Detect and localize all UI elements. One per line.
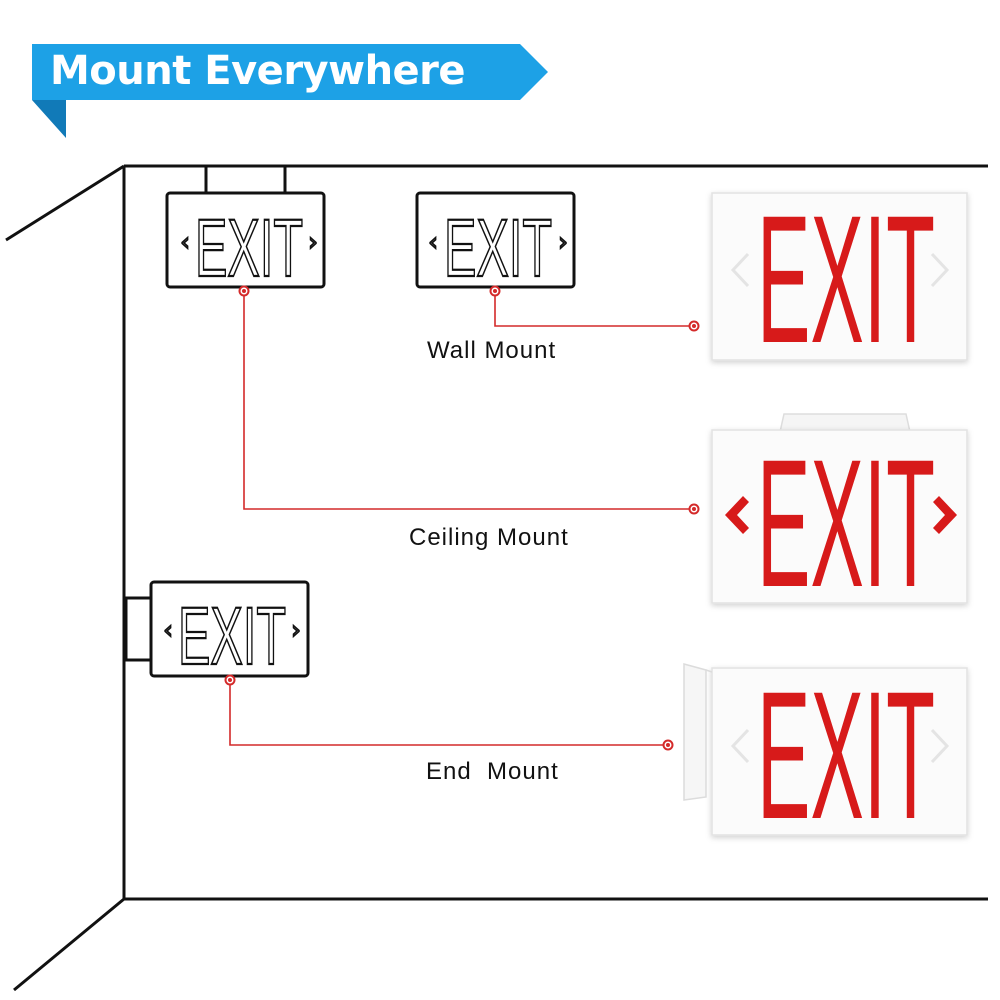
right-arrow — [933, 496, 957, 534]
room-outline — [5, 164, 988, 992]
leader-wall — [494, 291, 694, 327]
wall-mount-label: Wall Mount — [427, 337, 557, 364]
left-arrow — [725, 496, 749, 534]
end-mount-photo: EXIT — [683, 653, 968, 857]
sign-word: EXIT — [757, 177, 935, 381]
sign-word: EXIT — [757, 653, 935, 857]
leader-dot-centers — [228, 289, 696, 747]
ceiling-sign-outline: EXIT ‹ › — [165, 166, 326, 295]
end-mount-label: End Mount — [426, 758, 559, 785]
end-sign-outline: EXIT ‹ › — [124, 580, 310, 683]
ceiling-perspective — [5, 164, 125, 242]
banner-title: Mount Everywhere — [50, 48, 466, 94]
sign-word: EXIT — [195, 203, 303, 294]
wall-sign-outline: EXIT ‹ › — [415, 191, 576, 295]
wall-mount-photo: EXIT — [711, 177, 968, 381]
title-banner — [32, 44, 548, 138]
floor-perspective — [13, 897, 125, 992]
leader-lines — [229, 291, 694, 746]
right-chevron: › — [558, 228, 568, 256]
leader-end — [229, 680, 668, 746]
sign-word: EXIT — [444, 203, 552, 294]
right-chevron: › — [291, 616, 301, 644]
ceiling-mount-photo: EXIT — [711, 413, 968, 625]
sign-word: EXIT — [757, 421, 935, 625]
banner-fold — [32, 100, 66, 138]
right-chevron: › — [308, 228, 318, 256]
ceiling-mount-label: Ceiling Mount — [409, 524, 569, 551]
left-chevron: ‹ — [163, 616, 173, 644]
leader-ceiling — [243, 291, 694, 510]
banner-body — [32, 44, 548, 100]
left-chevron: ‹ — [180, 228, 190, 256]
sign-word: EXIT — [178, 591, 286, 682]
left-chevron: ‹ — [428, 228, 438, 256]
